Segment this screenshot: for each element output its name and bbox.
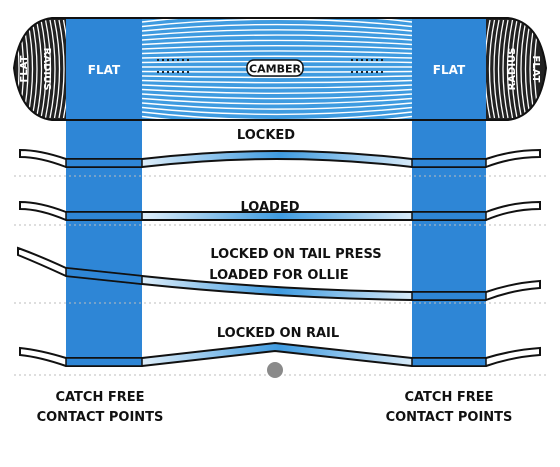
camber-label: CAMBER [249, 63, 301, 76]
flat-label-right: FLAT [433, 63, 466, 77]
profile-loaded [19, 200, 541, 221]
board-top-view: CAMBER FLAT FLAT FLAT RADIUS RADIUS FLAT [12, 17, 548, 121]
tip-flat-left: FLAT [19, 55, 30, 82]
state-label-tail-press: LOCKED ON TAIL PRESS [210, 247, 381, 262]
footer-left-line2: CONTACT POINTS [37, 410, 164, 425]
tip-radius-left: RADIUS [41, 48, 52, 91]
state-label-loaded: LOADED [240, 200, 299, 215]
flat-label-left: FLAT [88, 63, 121, 77]
profile-locked [19, 148, 541, 168]
profile-on-rail [19, 341, 541, 378]
state-label-rail: LOCKED ON RAIL [217, 326, 339, 341]
tip-radius-right: RADIUS [507, 48, 518, 91]
state-label-ollie: LOADED FOR OLLIE [209, 268, 348, 283]
footer-right-line1: CATCH FREE [404, 390, 493, 405]
footer-right-line2: CONTACT POINTS [386, 410, 513, 425]
camber-badge [246, 59, 304, 77]
rail-circle [267, 362, 283, 378]
footer-left-line1: CATCH FREE [55, 390, 144, 405]
profile-tail-press [17, 246, 541, 301]
state-label-locked: LOCKED [237, 128, 295, 143]
tip-flat-right: FLAT [530, 56, 541, 83]
